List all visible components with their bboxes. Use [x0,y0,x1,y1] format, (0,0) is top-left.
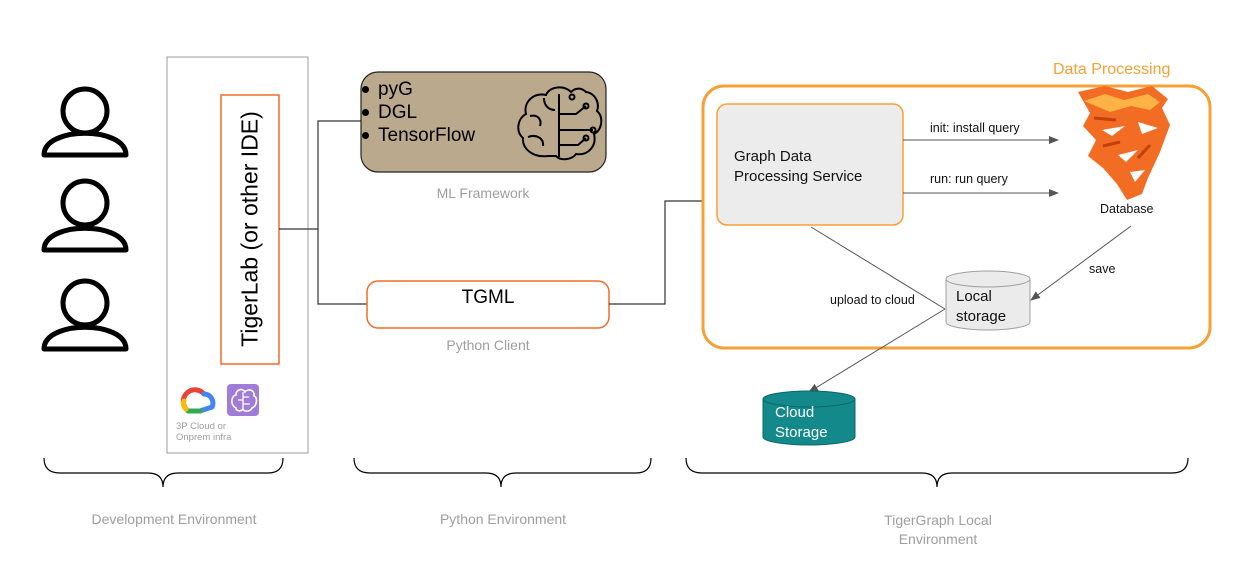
upload-to-cloud-label: upload to cloud [830,293,915,307]
run-query-label: run: run query [930,172,1008,186]
user-icon [41,86,129,158]
save-label: save [1089,262,1116,276]
install-query-label: init: install query [930,121,1020,135]
ide-to-ml-connector [279,120,361,230]
ml-framework-caption: ML Framework [436,185,530,201]
bullet-icon [362,132,369,139]
ml-framework-box[interactable] [360,71,607,173]
bullet-icon [362,109,369,116]
cloud-storage-cylinder[interactable] [762,390,856,446]
graph-service-box[interactable] [716,103,904,226]
ide-label: TigerLab (or other IDE) [236,111,263,347]
user-icon [41,178,129,253]
ide-box[interactable] [220,94,280,365]
ml-framework-item: TensorFlow [360,124,475,147]
infra-caption: 3P Cloud or Onprem infra [176,421,232,443]
local-storage-label: Local storage [956,288,1007,325]
graph-service-label: Graph Data Processing Service [734,148,863,185]
python-client-caption: Python Client [446,337,530,353]
tgml-label: TGML [461,287,515,308]
google-cloud-icon [180,387,216,414]
service-to-storage-line [810,226,946,310]
client-to-service-connector [609,200,719,305]
tigergraph-env-brace [685,457,1189,488]
tigergraph-env-label: TigerGraph Local Environment [884,512,992,547]
python-env-brace [353,457,652,488]
ide-to-client-connector [317,229,367,305]
dev-env-brace [43,457,284,488]
user-icon [41,278,129,352]
upload-to-cloud-arrow [808,308,946,393]
ml-framework-list: pyG DGL TensorFlow [360,78,475,147]
local-storage-cylinder[interactable] [945,270,1031,331]
save-arrow [1030,225,1132,301]
brain-circuit-icon [517,86,603,161]
ai-brain-chip-icon [227,384,259,416]
data-processing-title: Data Processing [1053,61,1171,78]
dev-env-label: Development Environment [91,511,257,527]
cloud-storage-label: Cloud Storage [775,404,828,441]
tiger-database-icon [1078,86,1170,200]
bullet-icon [362,86,369,93]
ml-framework-item: pyG [360,78,475,101]
ml-framework-item: DGL [360,101,475,124]
database-label: Database [1100,202,1154,216]
python-env-label: Python Environment [439,511,567,527]
